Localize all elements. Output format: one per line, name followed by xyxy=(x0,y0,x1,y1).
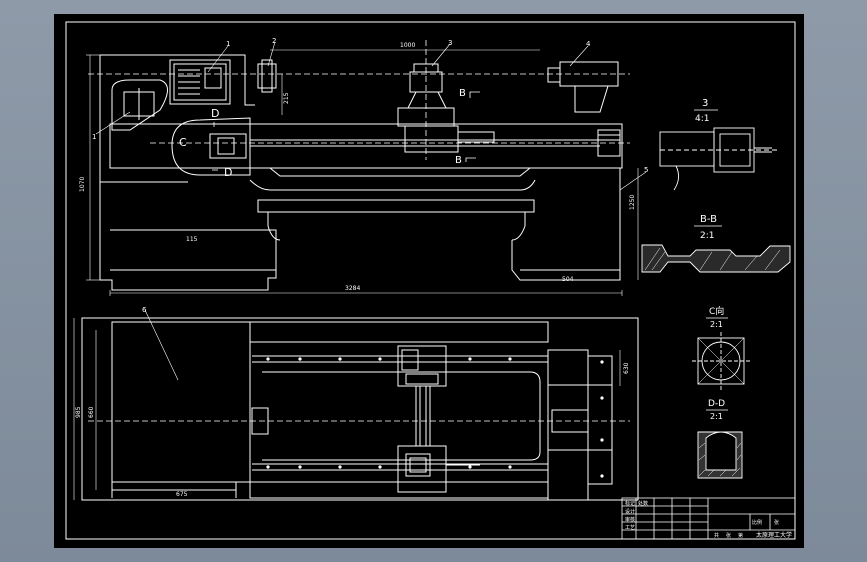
dim-plan-bottom: 675 xyxy=(176,491,188,498)
balloon-3: 3 xyxy=(448,39,452,47)
dim-right-height: 1250 xyxy=(629,195,636,210)
detail-3-coupling xyxy=(713,127,755,173)
section-dd-name: D-D xyxy=(708,399,725,409)
balloon-2: 2 xyxy=(272,37,276,45)
title-block-frame xyxy=(621,497,796,540)
title-cell-1: 处数 xyxy=(638,500,648,507)
headstock-top xyxy=(100,54,255,106)
detail-section-3: 3 4:1 xyxy=(659,98,780,191)
section-arrows xyxy=(212,91,480,171)
dim-left-height: 1070 xyxy=(79,177,86,192)
section-markers: B B C D D xyxy=(179,88,466,179)
title-cell-0: 标记 xyxy=(625,500,635,507)
balloon-1: 1 xyxy=(92,133,96,141)
dim-plan-inner: 660 xyxy=(88,406,95,418)
plan-bed-top xyxy=(249,321,549,343)
carriage-rail xyxy=(257,199,535,213)
control-panel-inner xyxy=(173,63,227,101)
dim-lower-right: 504 xyxy=(562,276,574,283)
title-cell-3: 审核 xyxy=(625,516,635,523)
title-cell-9: 张 xyxy=(774,519,779,526)
dim-plan-outer: 985 xyxy=(75,406,82,418)
title-school: 太原理工大学 xyxy=(756,531,792,539)
headstock-body xyxy=(99,55,277,291)
section-marker-d-lower: D xyxy=(224,166,232,179)
plan-view xyxy=(81,317,639,501)
handwheel-housing xyxy=(111,79,168,131)
dim-vertical-small: 215 xyxy=(283,92,290,104)
balloon-5: 5 xyxy=(644,166,648,174)
tailstock-body xyxy=(574,85,609,113)
balloon-4: 4 xyxy=(586,40,591,48)
detail-3-scale: 4:1 xyxy=(695,114,709,124)
section-dd-profile xyxy=(697,431,743,479)
title-cell-6: 共 xyxy=(714,532,719,539)
detail-section-dd: D-D 2:1 xyxy=(697,399,743,479)
dimension-lines-plan xyxy=(73,318,621,500)
section-marker-c: C xyxy=(179,136,187,149)
view-c-name: C向 xyxy=(709,305,724,317)
title-cell-8: 第 xyxy=(738,532,743,539)
dim-lower-left: 115 xyxy=(186,236,198,243)
view-c-scale: 2:1 xyxy=(710,320,723,329)
dim-plan-right: 630 xyxy=(623,362,630,374)
plan-bolts xyxy=(266,357,604,478)
detail-section-bb: B-B 2:1 xyxy=(641,214,791,273)
detail-c-gearbox xyxy=(209,133,247,159)
detail-view-c: C向 2:1 xyxy=(692,305,750,390)
section-bb-name: B-B xyxy=(700,214,717,225)
dim-top-length: 1000 xyxy=(400,42,415,49)
section-marker-d-upper: D xyxy=(211,107,219,120)
section-bb-scale: 2:1 xyxy=(700,231,714,241)
dimension-texts-plan: 985 660 675 630 xyxy=(75,362,630,498)
title-block xyxy=(621,497,796,540)
plan-headstock xyxy=(111,321,251,483)
detail-3-number: 3 xyxy=(702,98,708,109)
section-marker-b-upper: B xyxy=(459,88,466,99)
plan-outer xyxy=(81,317,639,501)
drawing-sheet xyxy=(54,14,804,548)
border-frame xyxy=(65,21,796,540)
balloon-numbers: 1 2 1 3 4 5 6 xyxy=(92,37,648,314)
detail-c-outline xyxy=(171,117,251,176)
dim-overall-length: 3284 xyxy=(345,285,360,292)
motor-housing xyxy=(257,63,277,89)
section-marker-b-lower: B xyxy=(455,155,462,166)
tailstock-base xyxy=(511,168,621,281)
drawing-frame xyxy=(65,21,796,540)
detail-3-cable xyxy=(673,165,679,191)
title-cell-4: 工艺 xyxy=(625,525,635,531)
title-cell-7: 张 xyxy=(726,532,731,539)
plan-carriage-top xyxy=(397,345,447,387)
plan-carriage-bottom xyxy=(397,445,447,493)
main-bed xyxy=(109,123,623,169)
section-dd-scale: 2:1 xyxy=(710,412,723,421)
title-cell-5: 比例 xyxy=(752,519,762,526)
saddle-guide xyxy=(250,167,622,177)
balloon-1b: 1 xyxy=(226,40,230,48)
dimension-lines-top xyxy=(86,49,639,296)
centerlines-top xyxy=(88,40,630,160)
section-bb-profile xyxy=(641,244,791,273)
title-cell-2: 设计 xyxy=(625,508,635,515)
plan-slot xyxy=(262,371,541,461)
balloon-6: 6 xyxy=(142,306,147,314)
title-block-cells: 标记 处数 设计 审核 工艺 比例 共 张 第 张 太原理工大学 xyxy=(625,500,792,539)
dimension-texts-top: 1000 1070 1250 115 3284 504 215 xyxy=(79,42,636,292)
control-display xyxy=(204,67,222,89)
control-panel xyxy=(169,59,231,105)
